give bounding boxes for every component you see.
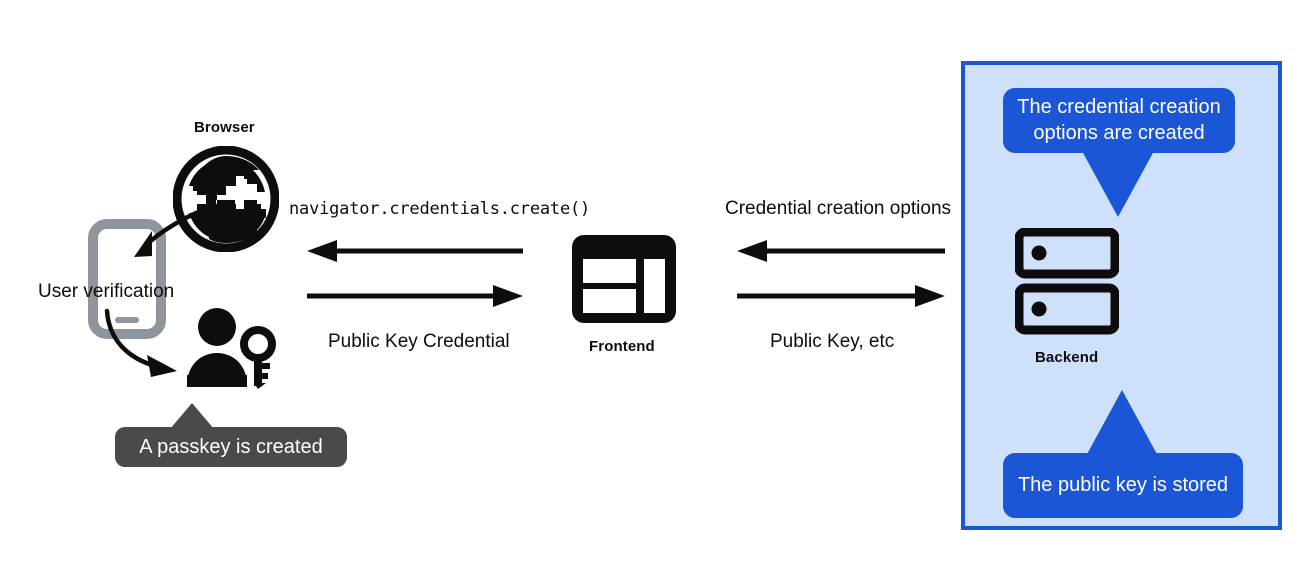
frontend-label: Frontend [589, 338, 655, 355]
callout-pointer-up-icon [1086, 390, 1158, 456]
tooltip-pointer-up-icon [170, 403, 214, 429]
globe-icon [173, 146, 279, 252]
navigator-create-label: navigator.credentials.create() [289, 199, 591, 219]
arrow-phone-to-person [104, 308, 177, 377]
person-with-key-icon [187, 308, 276, 389]
server-stack-icon [1015, 228, 1119, 335]
user-verification-label: User verification [38, 281, 175, 302]
arrow-navigator-create [307, 240, 523, 262]
arrow-public-key-credential [307, 285, 523, 307]
public-key-stored-callout: The public key is stored [1003, 453, 1243, 518]
public-key-credential-label: Public Key Credential [328, 331, 510, 352]
arrow-public-key-etc [737, 285, 945, 307]
credential-creation-options-label: Credential creation options [725, 198, 952, 219]
phone-icon [88, 219, 166, 339]
backend-label: Backend [1035, 349, 1099, 366]
arrow-browser-to-phone [134, 202, 225, 257]
credential-options-created-callout: The credential creation options are crea… [1003, 88, 1235, 153]
public-key-etc-label: Public Key, etc [770, 331, 895, 352]
passkey-created-tooltip: A passkey is created [115, 427, 347, 467]
browser-label: Browser [194, 119, 255, 136]
browser-window-layout-icon [572, 235, 676, 323]
callout-pointer-down-icon [1082, 151, 1154, 217]
arrow-credential-creation-options [737, 240, 945, 262]
